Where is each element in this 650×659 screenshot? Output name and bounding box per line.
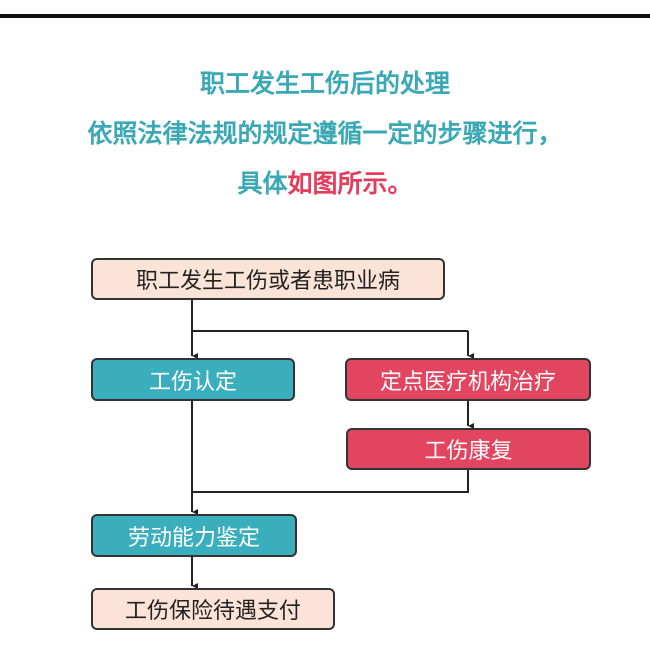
step-rehab: 工伤康复 [346, 428, 591, 470]
connector-rehab-merge [192, 469, 469, 493]
heading-line-3: 具体如图所示。 [0, 164, 650, 200]
step-start: 职工发生工伤或者患职业病 [91, 258, 445, 300]
top-divider [0, 14, 650, 18]
step-treatment: 定点医疗机构治疗 [345, 358, 591, 401]
step-identification: 工伤认定 [91, 358, 295, 401]
step-payment: 工伤保险待遇支付 [91, 588, 335, 630]
heading-line-2: 依照法律法规的规定遵循一定的步骤进行， [87, 119, 563, 148]
heading-line-3-plain: 具体 [237, 169, 288, 198]
step-assessment: 劳动能力鉴定 [91, 514, 297, 557]
heading-line-1: 职工发生工伤后的处理 [199, 69, 450, 98]
heading-line-3-highlight: 如图所示。 [287, 169, 413, 198]
